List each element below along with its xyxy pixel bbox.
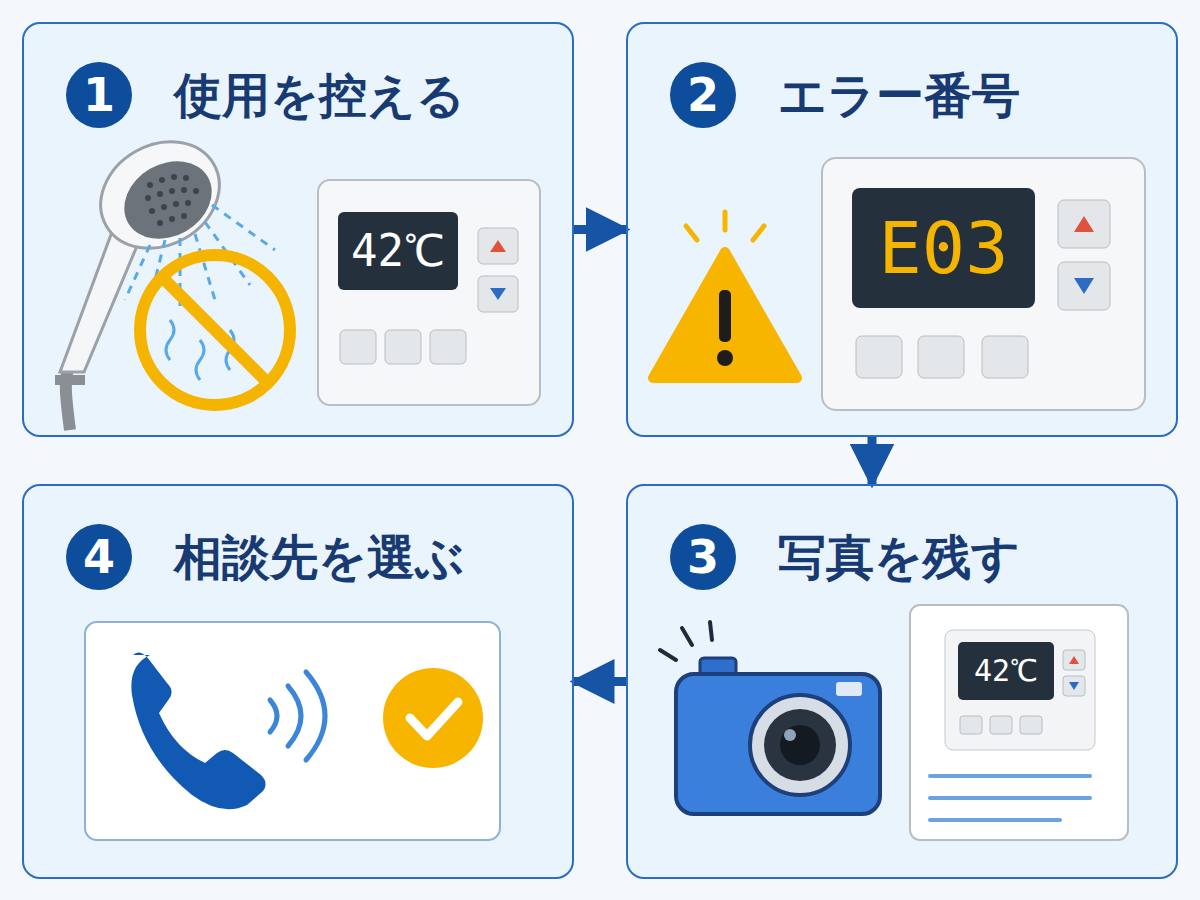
step-panel: 1 使用を控える [22,22,574,437]
display-reading: 42℃ [958,642,1054,700]
camera [660,622,880,814]
controller [318,180,540,405]
step-panel: 4 相談先を選ぶ [22,484,574,879]
flow-arrow [868,437,877,484]
step-panel: 3 写真を残す [626,484,1178,879]
step-number: 3 [670,524,736,590]
controller [822,158,1145,410]
flow-arrow [574,677,626,686]
flow-arrow [574,225,626,234]
panel-fill [22,22,574,437]
step-heading: エラー番号 [778,62,1020,128]
step-heading: 使用を控える [174,62,465,128]
step-heading: 写真を残す [778,524,1020,590]
display-reading: E03 [852,188,1035,308]
step-number: 2 [670,62,736,128]
panel-fill [626,22,1178,437]
step-heading: 相談先を選ぶ [174,524,464,590]
step-number: 4 [66,524,132,590]
phone-card [85,622,500,840]
step-number: 1 [66,62,132,128]
warning-symbol [653,212,797,378]
panel-fill [22,484,574,879]
display-reading: 42℃ [338,212,458,290]
photo-document [910,605,1128,840]
shower-illustration [55,121,290,430]
panel-fill [626,484,1178,879]
